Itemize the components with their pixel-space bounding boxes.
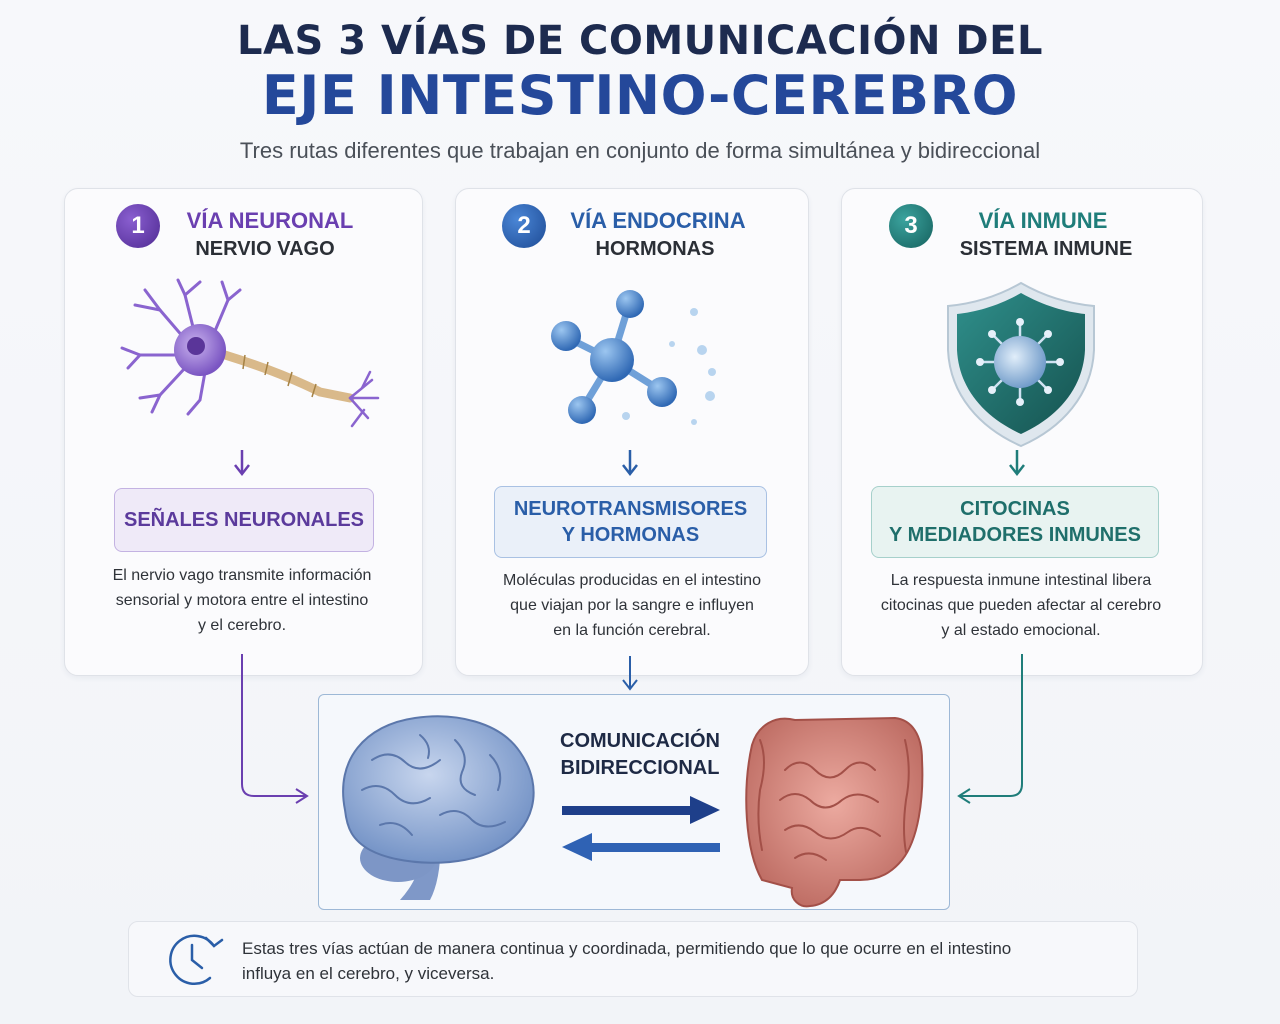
footer-text-line: Estas tres vías actúan de manera continu… — [242, 939, 1012, 958]
brain-icon — [342, 715, 535, 900]
card-1-title: VÍA NEURONAL — [186, 208, 354, 233]
card-3-desc-line: y al estado emocional. — [941, 622, 1101, 639]
card-2-desc-line: Moléculas producidas en el intestino — [503, 572, 761, 589]
arrow-right-icon — [562, 796, 720, 824]
card-3-desc-line: La respuesta inmune intestinal libera — [890, 572, 1152, 589]
arrow-down-icon — [622, 450, 638, 477]
arrow-left-icon — [562, 833, 720, 861]
neuron-icon — [120, 278, 380, 428]
connector-neuronal — [241, 654, 309, 804]
connector-endocrina — [622, 656, 638, 691]
badge-1: 1 — [116, 204, 160, 248]
card-2-title: VÍA ENDOCRINA — [570, 208, 746, 233]
arrow-down-icon — [234, 450, 250, 477]
bidirectional-label-line: COMUNICACIÓN — [560, 730, 720, 752]
card-1-box: SEÑALES NEURONALES — [114, 488, 374, 552]
bidirectional-label: COMUNICACIÓN BIDIRECCIONAL — [540, 728, 740, 782]
card-1-box-text: SEÑALES NEURONALES — [123, 509, 365, 531]
title-line-2: EJE INTESTINO-CEREBRO — [261, 64, 1019, 127]
card-2-subtitle: HORMONAS — [595, 238, 715, 260]
molecule-icon — [551, 290, 716, 425]
card-3-description: La respuesta inmune intestinal libera ci… — [848, 568, 1194, 643]
card-3-box-line: Y MEDIADORES INMUNES — [889, 524, 1141, 546]
card-2-box: NEUROTRANSMISORES Y HORMONAS — [494, 486, 767, 558]
card-2-desc-line: que viajan por la sangre e influyen — [510, 597, 754, 614]
card-2-box-line: Y HORMONAS — [561, 524, 700, 546]
card-neuronal — [64, 188, 423, 676]
card-1-desc-line: sensorial y motora entre el intestino — [115, 592, 369, 609]
card-2-description: Moléculas producidas en el intestino que… — [462, 568, 802, 643]
card-3-subtitle: SISTEMA INMUNE — [959, 238, 1133, 260]
arrow-down-icon — [1009, 450, 1025, 477]
card-3-box-line: CITOCINAS — [960, 498, 1070, 520]
card-1-desc-line: y el cerebro. — [197, 617, 287, 634]
intestine-icon — [745, 716, 924, 908]
card-1-description: El nervio vago transmite información sen… — [74, 563, 410, 638]
shield-virus-icon — [947, 281, 1095, 448]
card-3-desc-line: citocinas que pueden afectar al cerebro — [880, 597, 1162, 614]
card-3-title: VÍA INMUNE — [978, 208, 1108, 233]
card-1-subtitle: NERVIO VAGO — [195, 238, 335, 260]
connector-inmune — [957, 654, 1023, 804]
badge-3: 3 — [889, 204, 933, 248]
card-3-box: CITOCINAS Y MEDIADORES INMUNES — [871, 486, 1159, 558]
title-line-1: LAS 3 VÍAS DE COMUNICACIÓN DEL — [237, 18, 1043, 64]
footer-text: Estas tres vías actúan de manera continu… — [242, 936, 1122, 986]
clock-cycle-icon — [169, 934, 224, 986]
footer-note — [128, 921, 1138, 997]
card-endocrina — [455, 188, 809, 676]
subtitle: Tres rutas diferentes que trabajan en co… — [239, 138, 1041, 163]
badge-2: 2 — [502, 204, 546, 248]
card-1-desc-line: El nervio vago transmite información — [112, 567, 372, 584]
card-2-box-line: NEUROTRANSMISORES — [513, 498, 748, 520]
card-2-desc-line: en la función cerebral. — [553, 622, 711, 639]
bidirectional-label-line: BIDIRECCIONAL — [560, 757, 720, 779]
footer-text-line: influya en el cerebro, y viceversa. — [242, 964, 495, 983]
